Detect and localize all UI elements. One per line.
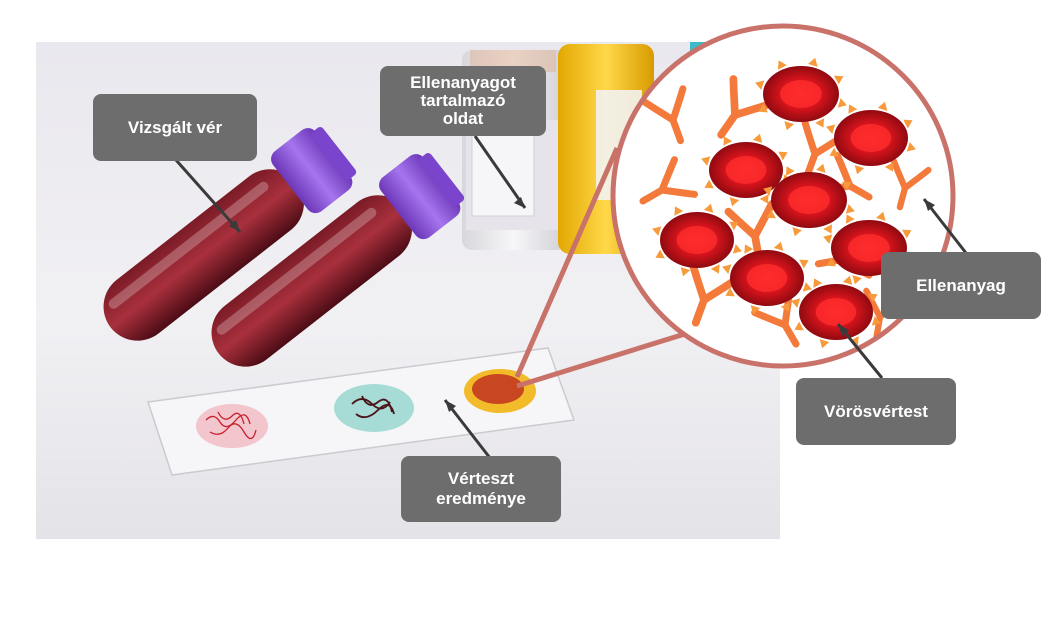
pointer-arrowheads (229, 197, 935, 412)
label-antibody-solution-line-2: tartalmazó (420, 91, 506, 110)
test-tube-icon (271, 128, 353, 214)
test-tube-left (103, 127, 357, 341)
sample-spot-2 (334, 384, 414, 432)
magnifier (610, 23, 956, 369)
red-blood-cell-icon (722, 241, 812, 315)
red-blood-cell-icon (652, 203, 742, 277)
red-blood-cell-icon (763, 163, 855, 237)
red-blood-cell-icon (701, 133, 791, 207)
label-antibody-solution: Ellenanyagot tartalmazó oldat (380, 66, 546, 136)
label-antibody-solution-line-1: Ellenanyagot (410, 73, 516, 92)
label-tested-blood: Vizsgált vér (93, 94, 257, 161)
label-antibody-solution-line-3: oldat (442, 109, 484, 128)
label-blood-test-result: Vérteszt eredménye (401, 456, 561, 522)
label-blood-test-result-line-2: eredménye (436, 489, 526, 508)
microscope-slide (147, 347, 576, 476)
antibody-icon (724, 200, 776, 264)
antibody-icon (639, 156, 699, 205)
red-blood-cell-icon (755, 57, 847, 131)
label-tested-blood-text: Vizsgált vér (127, 117, 223, 137)
label-blood-test-result-line-1: Vérteszt (447, 469, 515, 488)
red-blood-cell-icon (826, 101, 916, 175)
magnifier-connector (514, 146, 689, 389)
label-antibody-text: Ellenanyag (916, 275, 1006, 295)
sample-spot-1 (196, 404, 268, 448)
red-blood-cell-icon (791, 275, 881, 349)
label-red-blood-cell: Vörösvértest (796, 378, 956, 445)
label-antibody: Ellenanyag (881, 252, 1041, 319)
antibody-icon (890, 157, 932, 211)
antibody-icon (641, 85, 687, 145)
label-red-blood-cell-text: Vörösvértest (824, 401, 928, 421)
test-tube-right (211, 153, 465, 367)
